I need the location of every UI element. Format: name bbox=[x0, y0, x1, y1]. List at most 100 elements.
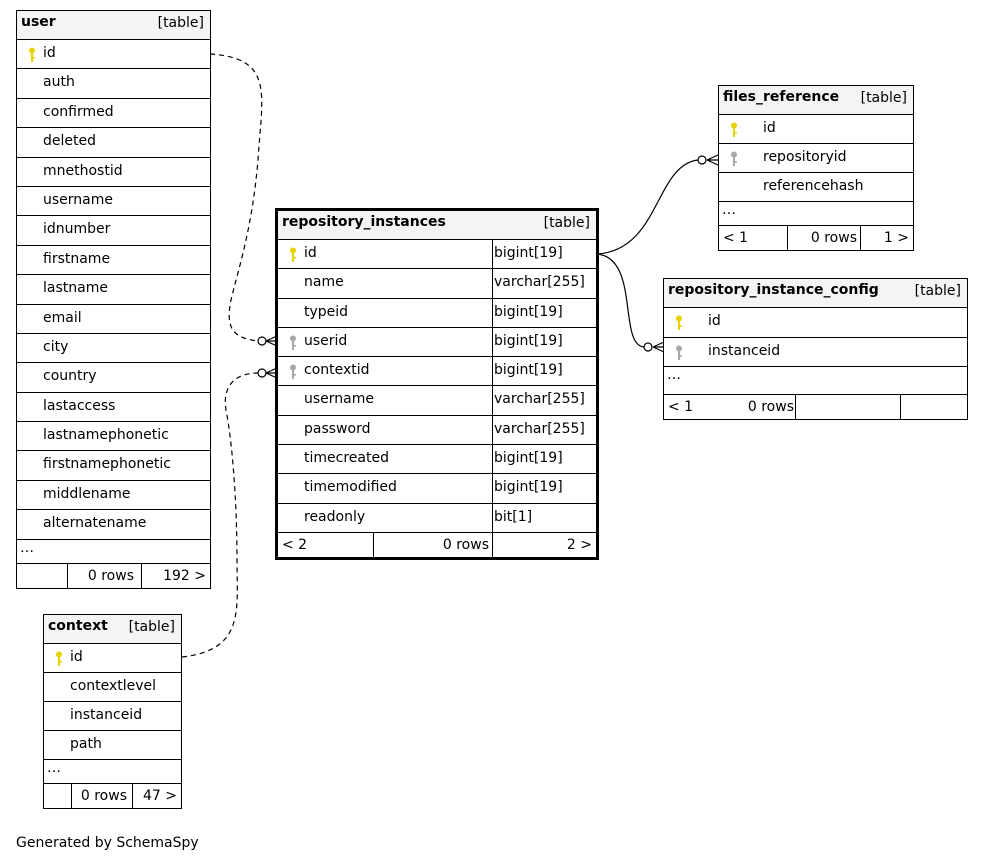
column-name: firstnamephonetic bbox=[43, 456, 171, 473]
column-row[interactable]: lastaccess bbox=[17, 393, 210, 423]
table-name: context bbox=[48, 618, 108, 634]
column-row[interactable]: deleted bbox=[17, 128, 210, 158]
column-row[interactable]: email bbox=[17, 305, 210, 334]
table-header[interactable]: user[table] bbox=[17, 11, 210, 40]
parents-link[interactable]: < 1 bbox=[668, 399, 694, 415]
column-name: instanceid bbox=[70, 707, 143, 723]
column-divider bbox=[492, 327, 493, 357]
column-name: timemodified bbox=[304, 479, 397, 496]
generated-by-label: Generated by SchemaSpy bbox=[16, 835, 199, 851]
column-name: path bbox=[70, 736, 102, 752]
children-link[interactable]: 1 > bbox=[883, 230, 909, 246]
column-row[interactable]: path bbox=[44, 731, 181, 760]
column-row[interactable]: lastnamephonetic bbox=[17, 422, 210, 452]
more-columns-row[interactable]: … bbox=[44, 760, 181, 784]
column-divider bbox=[492, 269, 493, 298]
column-row[interactable]: mnethostid bbox=[17, 158, 210, 187]
row-count: 0 rows bbox=[442, 536, 489, 553]
row-count: 0 rows bbox=[810, 230, 857, 246]
column-type: bigint[19] bbox=[494, 245, 563, 261]
column-row[interactable]: id bbox=[17, 40, 210, 70]
table-context[interactable]: context[table] id contextlevel instanceid pa… bbox=[43, 614, 182, 809]
column-row[interactable]: firstname bbox=[17, 246, 210, 276]
children-link[interactable]: 47 > bbox=[143, 788, 177, 804]
column-row[interactable]: lastname bbox=[17, 275, 210, 305]
column-name: name bbox=[304, 274, 344, 291]
column-name: mnethostid bbox=[43, 162, 123, 179]
column-row[interactable]: alternatename bbox=[17, 510, 210, 540]
column-row[interactable]: id bbox=[664, 308, 967, 338]
more-columns-row[interactable]: … bbox=[719, 202, 913, 226]
column-row[interactable]: instanceid bbox=[44, 702, 181, 731]
more-columns-ellipsis: … bbox=[722, 202, 736, 218]
column-row[interactable]: confirmed bbox=[17, 99, 210, 129]
primary-key-icon bbox=[676, 315, 682, 330]
column-row[interactable]: referencehash bbox=[719, 173, 913, 202]
primary-key-icon bbox=[290, 247, 296, 262]
table-header[interactable]: repository_instance_config[table] bbox=[664, 279, 967, 308]
column-row[interactable]: repositoryid bbox=[719, 144, 913, 173]
column-row[interactable]: id bbox=[719, 115, 913, 144]
column-name: idnumber bbox=[43, 221, 111, 238]
column-divider bbox=[492, 357, 493, 386]
children-link[interactable]: 192 > bbox=[163, 567, 206, 584]
column-name: id bbox=[708, 313, 721, 329]
column-row[interactable]: middlename bbox=[17, 481, 210, 511]
table-type-tag: [table] bbox=[157, 15, 204, 31]
table-header[interactable]: context[table] bbox=[44, 615, 181, 644]
column-row[interactable]: username bbox=[17, 187, 210, 217]
zero-many-marker bbox=[643, 342, 653, 352]
zero-many-marker bbox=[257, 336, 267, 346]
table-header[interactable]: repository_instances[table] bbox=[278, 211, 596, 240]
foreign-key-icon bbox=[731, 151, 737, 166]
more-columns-row[interactable]: … bbox=[664, 367, 967, 395]
column-name: timecreated bbox=[304, 450, 389, 467]
column-name: contextlevel bbox=[70, 678, 157, 694]
footer-divider bbox=[492, 532, 493, 557]
column-name: id bbox=[43, 45, 56, 61]
more-columns-row[interactable]: … bbox=[17, 540, 210, 564]
column-type: bigint[19] bbox=[494, 303, 563, 320]
column-name: firstname bbox=[43, 250, 111, 267]
footer-divider bbox=[795, 395, 796, 419]
column-row[interactable]: timecreated bigint[19] bbox=[278, 445, 596, 475]
parents-link[interactable]: < 2 bbox=[282, 536, 308, 553]
column-row[interactable]: firstnamephonetic bbox=[17, 451, 210, 481]
column-row[interactable]: id bbox=[44, 644, 181, 673]
column-name: password bbox=[304, 420, 371, 437]
column-row[interactable]: typeid bigint[19] bbox=[278, 298, 596, 328]
column-name: instanceid bbox=[708, 342, 781, 359]
crowfoot-marker bbox=[706, 154, 719, 166]
column-row[interactable]: contextlevel bbox=[44, 673, 181, 702]
parents-link[interactable]: < 1 bbox=[723, 230, 749, 246]
table-header[interactable]: files_reference[table] bbox=[719, 86, 913, 115]
column-type: bigint[19] bbox=[494, 450, 563, 467]
column-name: typeid bbox=[304, 303, 349, 320]
column-row[interactable]: auth bbox=[17, 69, 210, 99]
column-row[interactable]: idnumber bbox=[17, 216, 210, 246]
children-link[interactable]: 2 > bbox=[566, 536, 592, 553]
column-row[interactable]: instanceid bbox=[664, 338, 967, 367]
footer-divider bbox=[787, 226, 788, 250]
column-row[interactable]: city bbox=[17, 334, 210, 364]
relationship-context-repository-instances bbox=[181, 372, 259, 658]
table-name: repository_instance_config bbox=[668, 282, 879, 298]
table-repository-instance-config[interactable]: repository_instance_config[table]id insta… bbox=[663, 278, 968, 420]
table-type-tag: [table] bbox=[860, 90, 907, 106]
column-name: id bbox=[70, 649, 83, 665]
column-row[interactable]: country bbox=[17, 363, 210, 393]
